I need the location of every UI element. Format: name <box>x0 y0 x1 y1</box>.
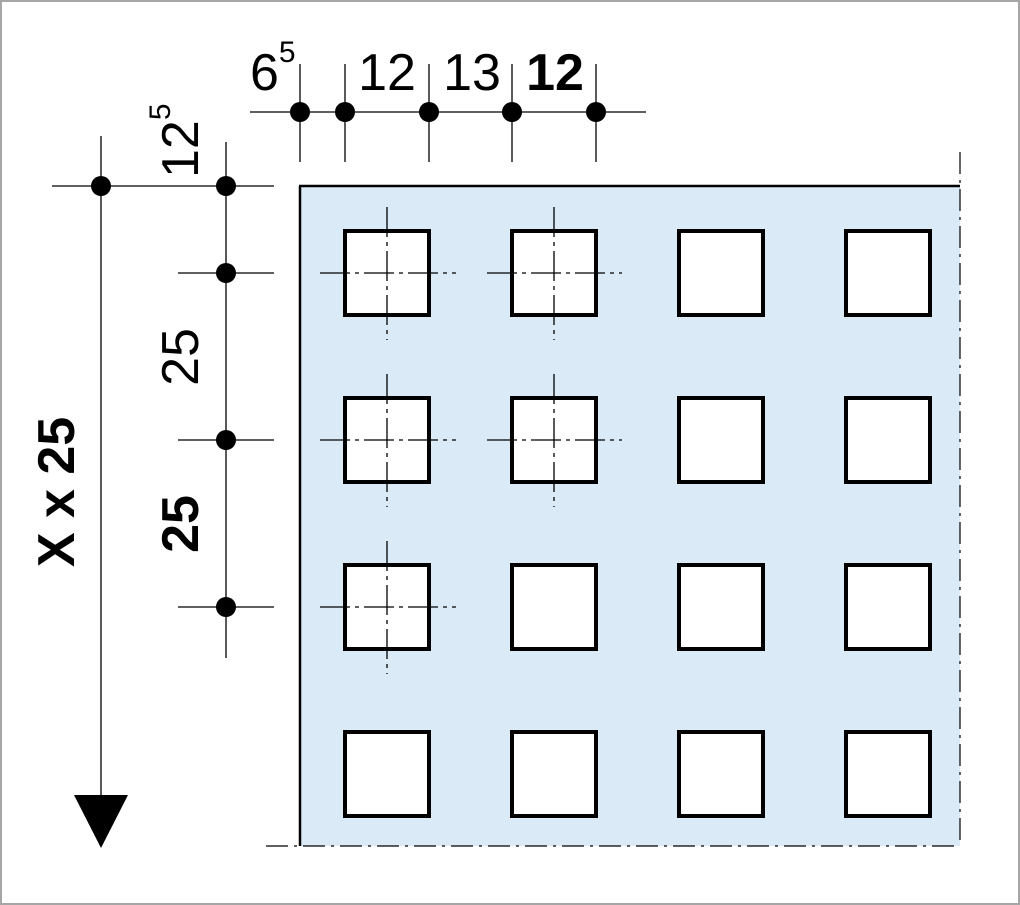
arrow-down-icon <box>74 795 128 848</box>
dim-web-13: 13 <box>443 44 501 102</box>
hole <box>844 229 932 317</box>
dimension-dot <box>216 176 236 196</box>
hole <box>677 730 765 818</box>
total-length-label: X x 25 <box>28 417 86 567</box>
dimension-dot <box>216 430 236 450</box>
dimension-dot <box>290 102 310 122</box>
dimension-dot <box>335 102 355 122</box>
horizontal-dimension-dots <box>290 102 606 122</box>
hole <box>844 396 932 484</box>
dimension-dot <box>216 597 236 617</box>
dim-hole-12: 12 <box>358 44 416 102</box>
dim-pitch-25: 25 <box>152 328 210 386</box>
hole <box>677 396 765 484</box>
hole-center-marks <box>320 207 622 674</box>
dimension-dot <box>216 263 236 283</box>
dimension-dot <box>586 102 606 122</box>
dim-top-margin-superscript: 5 <box>144 103 177 120</box>
dim-margin-superscript: 5 <box>279 36 296 69</box>
dim-top-margin-12-5: 125 <box>144 103 210 178</box>
dim-margin-6-5: 65 <box>250 36 296 102</box>
dim-pitch-25-bold: 25 <box>152 495 210 553</box>
total-length-dot <box>91 176 111 196</box>
hole <box>844 730 932 818</box>
hole <box>677 229 765 317</box>
hole <box>677 563 765 651</box>
vertical-dimension-chain <box>52 142 274 658</box>
hole <box>510 563 598 651</box>
dim-hole-12-bold: 12 <box>526 44 584 102</box>
hole <box>510 730 598 818</box>
vertical-dimension-dots <box>216 176 236 617</box>
dimension-dot <box>502 102 522 122</box>
hole <box>343 730 431 818</box>
hole <box>844 563 932 651</box>
dimension-dot <box>419 102 439 122</box>
